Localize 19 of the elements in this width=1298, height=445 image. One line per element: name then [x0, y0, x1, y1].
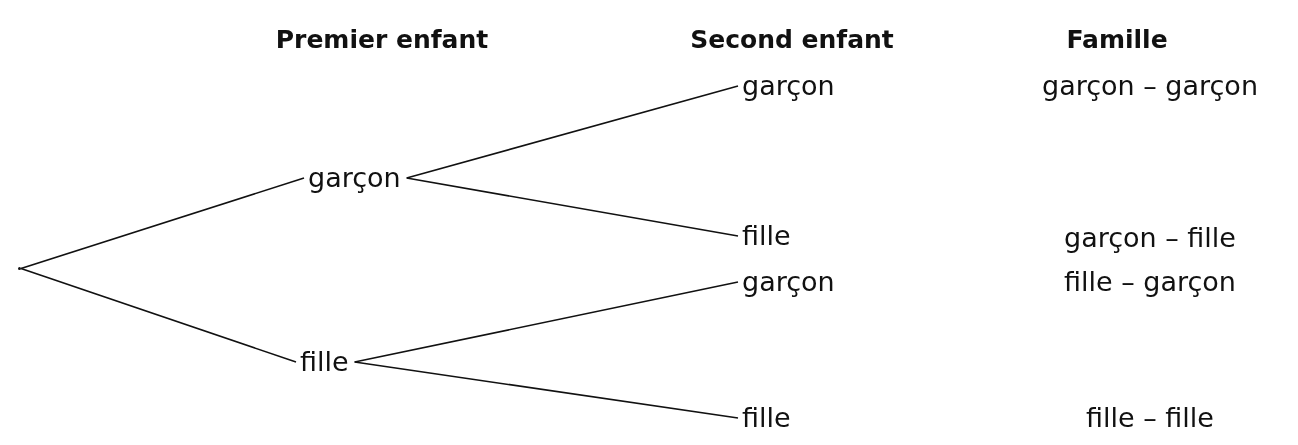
branch-point	[18, 267, 21, 270]
branch-line	[353, 361, 739, 419]
branch-line	[405, 177, 739, 237]
branch-line	[405, 85, 739, 179]
outcome-label: garçon	[742, 265, 835, 299]
outcome-label: fille	[300, 345, 349, 379]
outcome-label: garçon	[742, 69, 835, 103]
branch-line	[20, 177, 305, 270]
outcome-pair: fille – fille	[1086, 401, 1214, 435]
outcome-label: garçon	[308, 161, 401, 195]
column-header: Premier enfant	[275, 24, 489, 56]
outcome-pair: garçon – garçon	[1042, 69, 1258, 103]
column-header: Second enfant	[690, 24, 894, 56]
outcome-label: fille	[742, 401, 791, 435]
outcome-label: fille	[742, 219, 791, 253]
outcome-pair: fille – garçon	[1064, 265, 1236, 299]
branch-line	[20, 267, 297, 363]
column-header: Famille	[1066, 24, 1168, 56]
outcome-pair: garçon – fille	[1064, 221, 1236, 255]
